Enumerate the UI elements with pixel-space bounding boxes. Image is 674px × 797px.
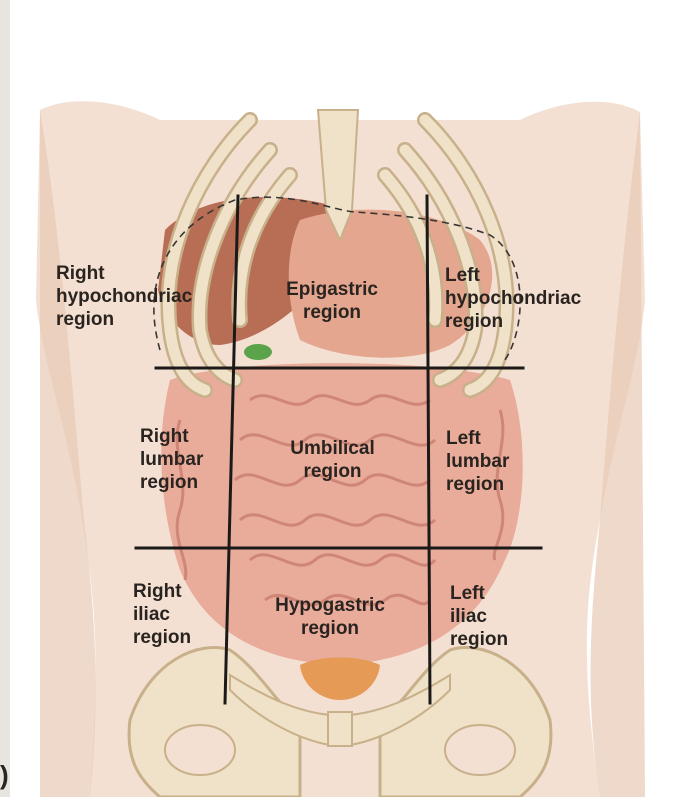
page-edge-mark: ) (0, 764, 9, 787)
left-page-margin (0, 0, 10, 797)
gallbladder (244, 344, 272, 360)
